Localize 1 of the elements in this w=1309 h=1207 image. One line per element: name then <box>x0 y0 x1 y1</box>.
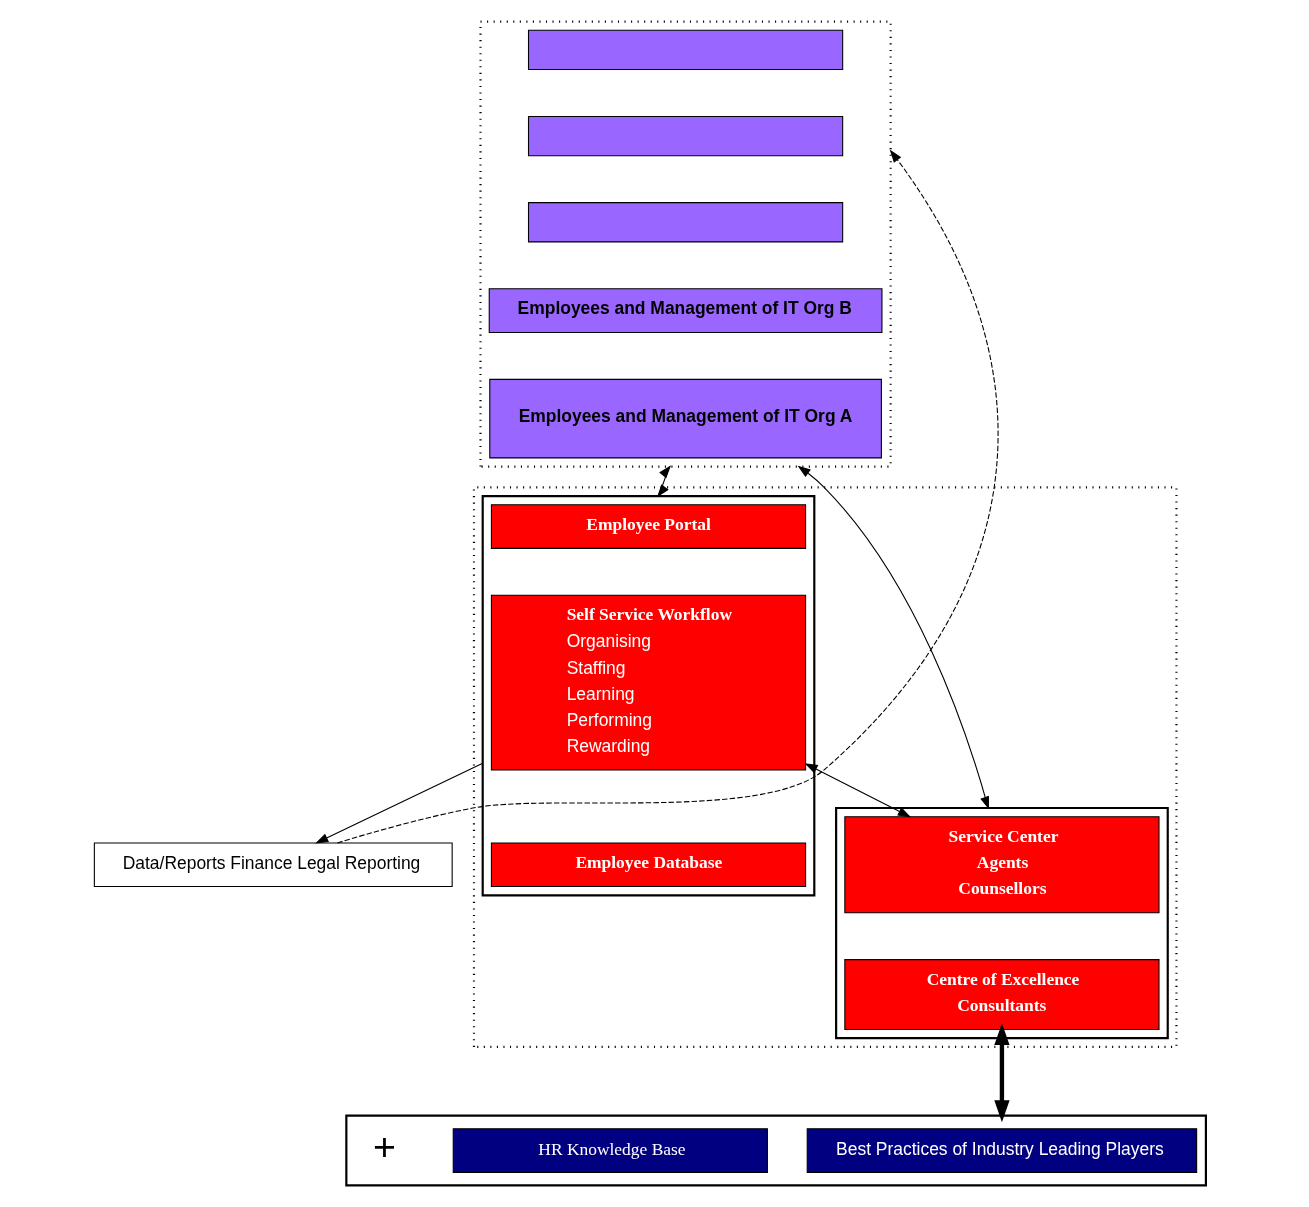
label: + <box>373 1124 396 1169</box>
